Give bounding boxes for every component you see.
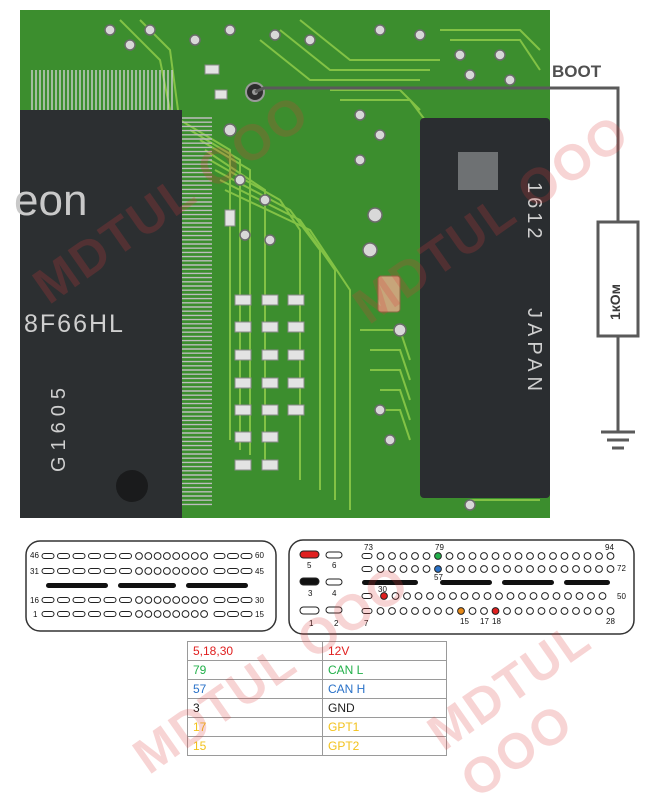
num-l60: 60 — [255, 551, 264, 560]
pcb-photo — [20, 10, 550, 518]
num-r50: 50 — [617, 592, 626, 601]
num-r73: 73 — [364, 543, 373, 552]
chip-pins-left — [182, 117, 212, 506]
num-r28: 28 — [606, 617, 615, 626]
capacitor — [377, 275, 401, 313]
resistor — [596, 220, 640, 338]
num-r17: 17 — [480, 617, 489, 626]
right-connector — [288, 539, 635, 635]
num-r94: 94 — [605, 543, 614, 552]
num-r72: 72 — [617, 564, 626, 573]
num-l31: 31 — [30, 567, 39, 576]
num-r5: 5 — [307, 561, 312, 570]
pin-function-cell: CAN L — [322, 660, 447, 680]
num-r15: 15 — [460, 617, 469, 626]
right-chip — [420, 118, 550, 498]
left-chip — [20, 110, 182, 518]
pin-function-cell: GPT1 — [322, 717, 447, 737]
num-l16: 16 — [30, 596, 39, 605]
boot-label: BOOT — [552, 62, 602, 81]
chip-part: 8F66HL — [24, 310, 125, 338]
num-r3: 3 — [308, 589, 313, 598]
chip-pins-top — [31, 70, 173, 110]
connector-numbers: 46 60 31 45 16 30 1 15 73 79 94 5 6 57 7… — [30, 543, 626, 628]
resistor-label: 1кОм — [607, 283, 623, 321]
num-r6: 6 — [332, 561, 337, 570]
num-r2: 2 — [334, 619, 339, 628]
pin-numbers-cell: 57 — [187, 679, 323, 699]
num-r7: 7 — [364, 619, 369, 628]
boot-wire — [254, 86, 635, 450]
chip-pin1-mark — [116, 470, 148, 502]
num-r4: 4 — [332, 589, 337, 598]
datamatrix-code — [458, 152, 498, 190]
pcb-vias — [104, 24, 526, 511]
num-r57: 57 — [434, 573, 443, 582]
left-connector — [25, 540, 277, 632]
pin-function-cell: GPT2 — [322, 736, 447, 756]
pcb-traces — [119, 19, 541, 510]
chip-right-origin: JAPAN — [523, 308, 545, 396]
num-l30: 30 — [255, 596, 264, 605]
num-l46: 46 — [30, 551, 39, 560]
num-r30: 30 — [378, 585, 387, 594]
chip-date-code: G1605 — [48, 381, 70, 472]
pin-numbers-cell: 5,18,30 — [187, 641, 323, 661]
smd-pads — [204, 64, 305, 471]
num-r18: 18 — [492, 617, 501, 626]
num-l45: 45 — [255, 567, 264, 576]
pin-function-cell: CAN H — [322, 679, 447, 699]
num-r1: 1 — [309, 619, 314, 628]
num-r79: 79 — [435, 543, 444, 552]
num-l15: 15 — [255, 610, 264, 619]
num-l1: 1 — [33, 610, 38, 619]
chip-brand: eon — [14, 176, 88, 225]
